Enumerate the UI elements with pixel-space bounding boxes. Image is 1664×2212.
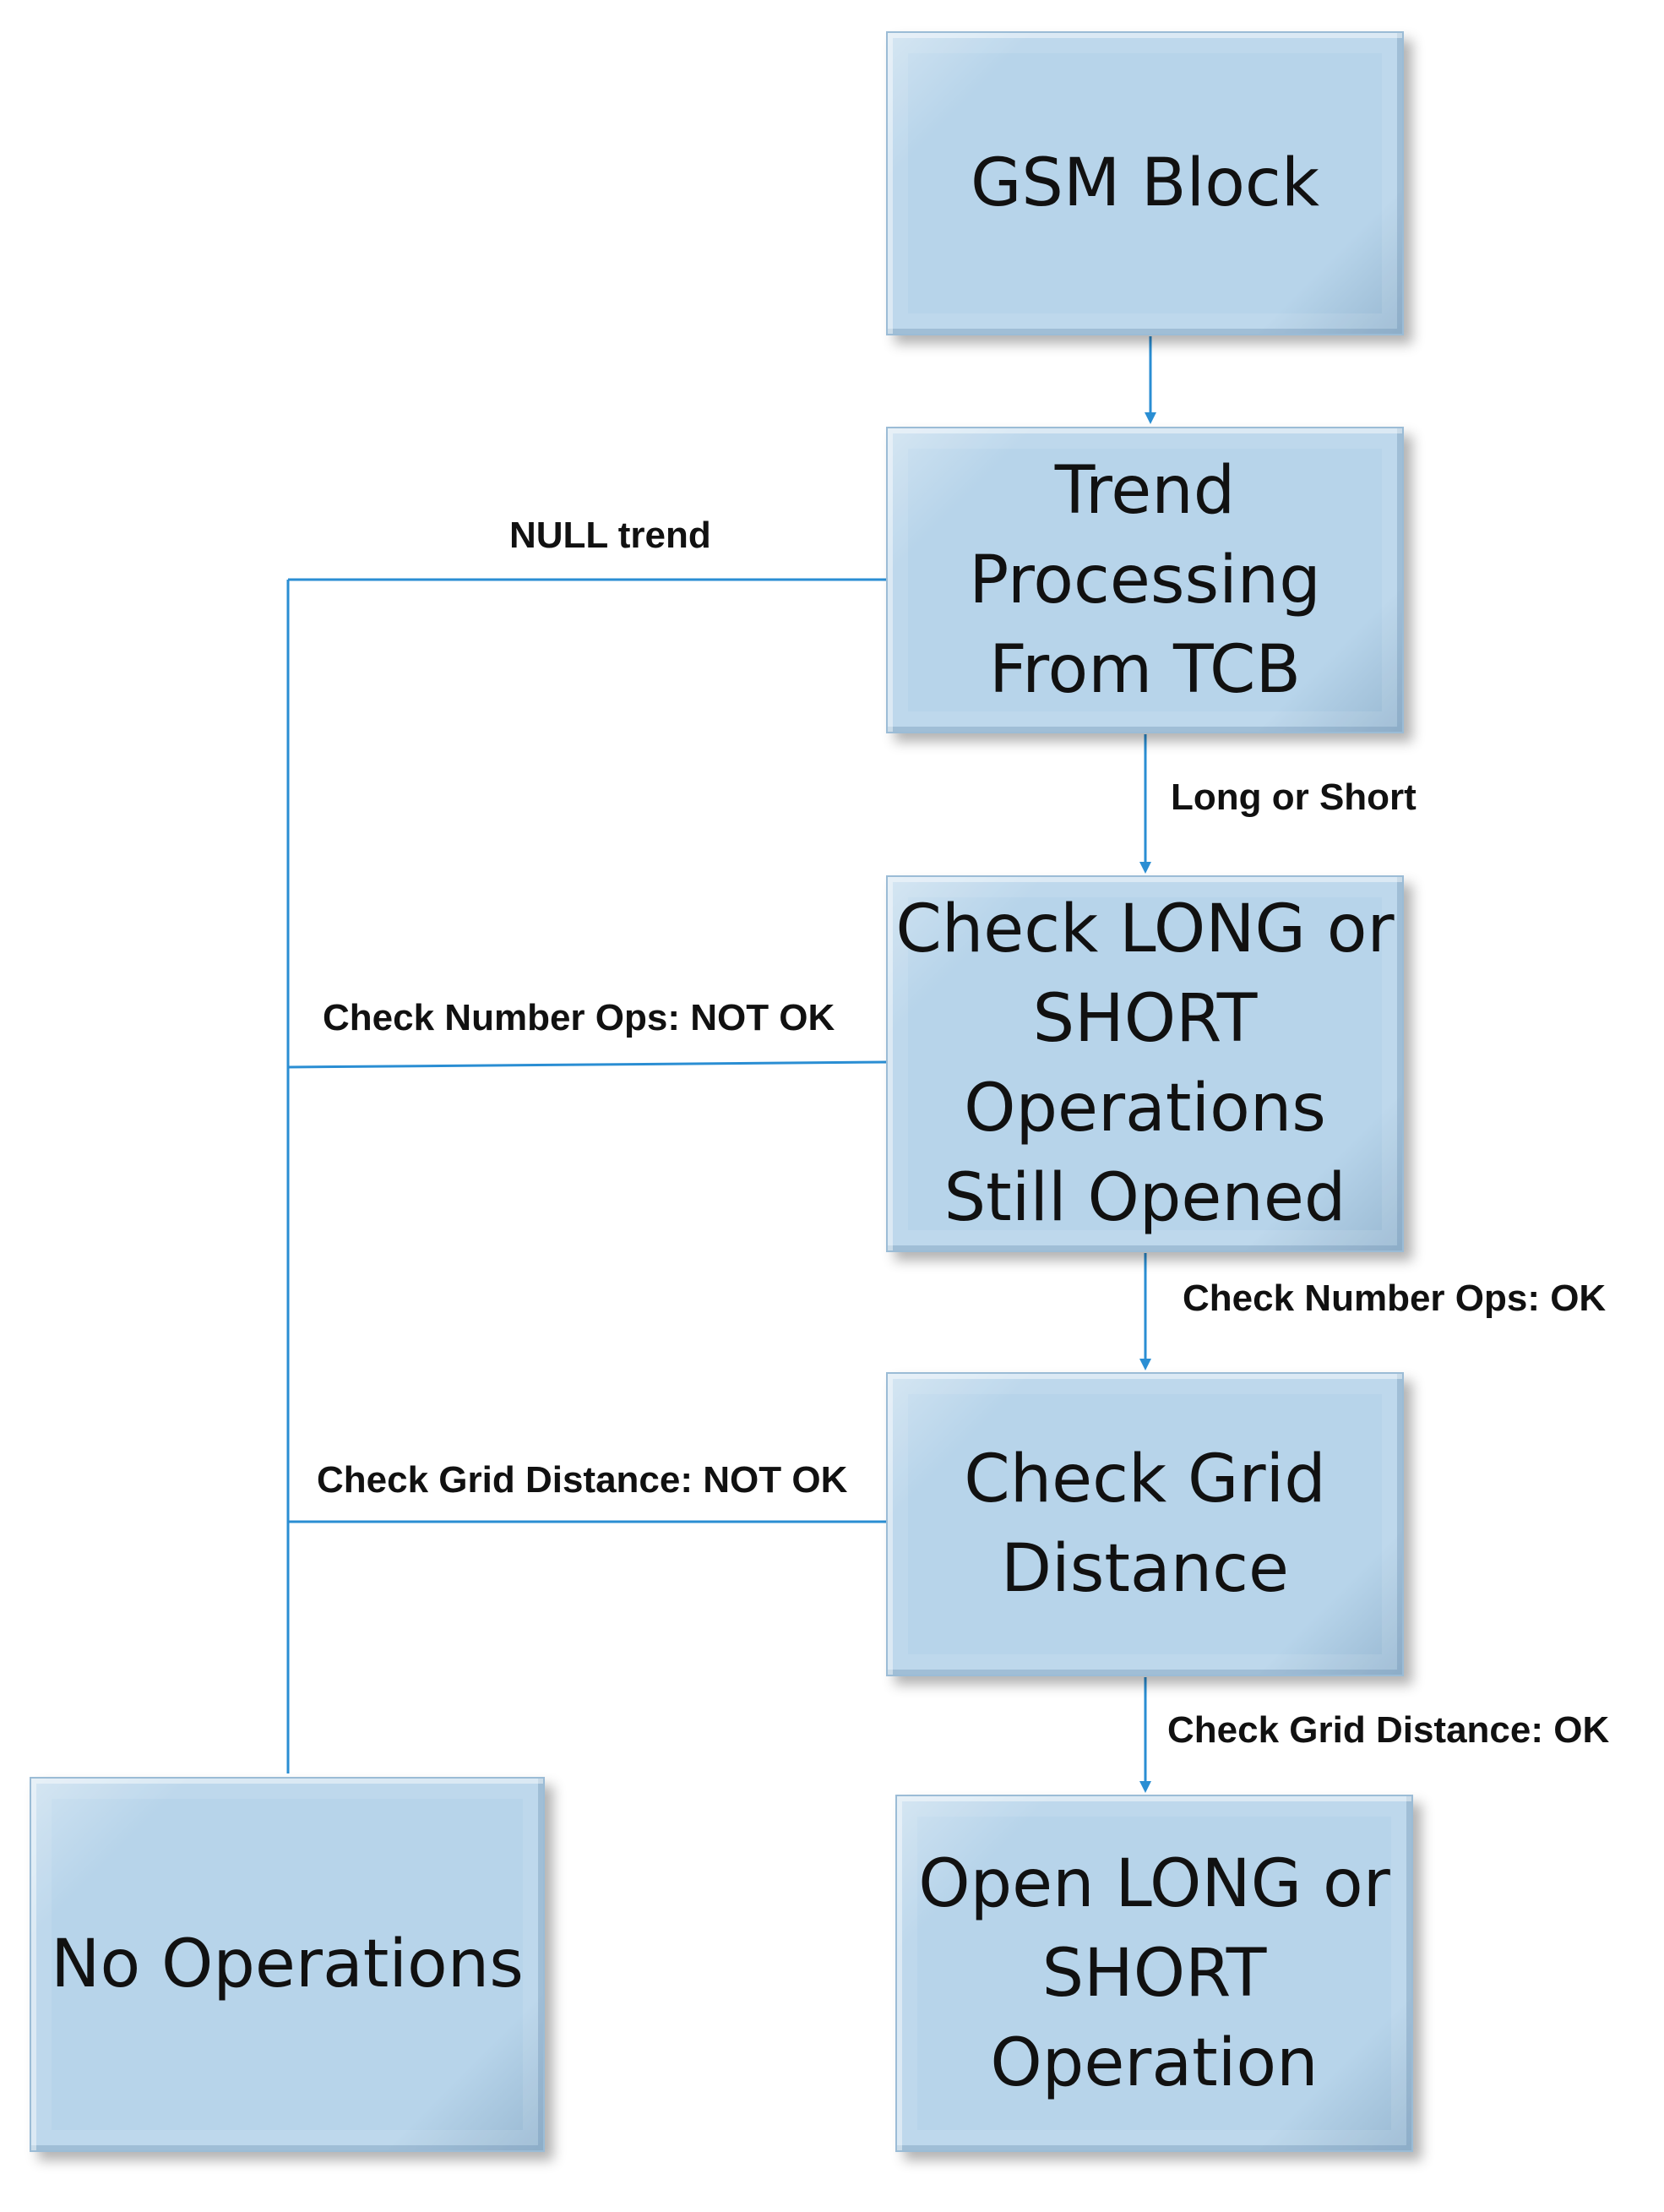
edge-label-long-or-short: Long or Short: [1171, 776, 1417, 818]
check-operations-label: Check LONG or SHORT Operations Still Ope…: [895, 891, 1395, 1236]
check-grid-label: Check Grid Distance: [964, 1441, 1326, 1607]
connector-number-ops-not-ok-branch: [287, 1060, 889, 1069]
check-grid-box: Check Grid Distance: [886, 1372, 1404, 1676]
check-operations-box: Check LONG or SHORT Operations Still Ope…: [886, 875, 1404, 1252]
open-operation-label: Open LONG or SHORT Operation: [918, 1845, 1390, 2101]
trend-processing-label: Trend Processing From TCB: [969, 452, 1321, 708]
edge-label-check-number-ops-not-ok: Check Number Ops: NOT OK: [323, 997, 835, 1038]
edge-label-check-grid-distance-not-ok: Check Grid Distance: NOT OK: [317, 1459, 848, 1501]
edge-label-check-grid-distance-ok: Check Grid Distance: OK: [1167, 1709, 1610, 1751]
gsm-block-label: GSM Block: [970, 145, 1319, 221]
trend-processing-box: Trend Processing From TCB: [886, 427, 1404, 733]
no-operations-label: No Operations: [51, 1926, 524, 2002]
edge-label-check-number-ops-ok: Check Number Ops: OK: [1183, 1278, 1607, 1319]
open-operation-box: Open LONG or SHORT Operation: [895, 1795, 1413, 2152]
gsm-block-box: GSM Block: [886, 31, 1404, 335]
no-operations-box: No Operations: [30, 1777, 545, 2152]
edge-label-null-trend: NULL trend: [509, 515, 711, 556]
